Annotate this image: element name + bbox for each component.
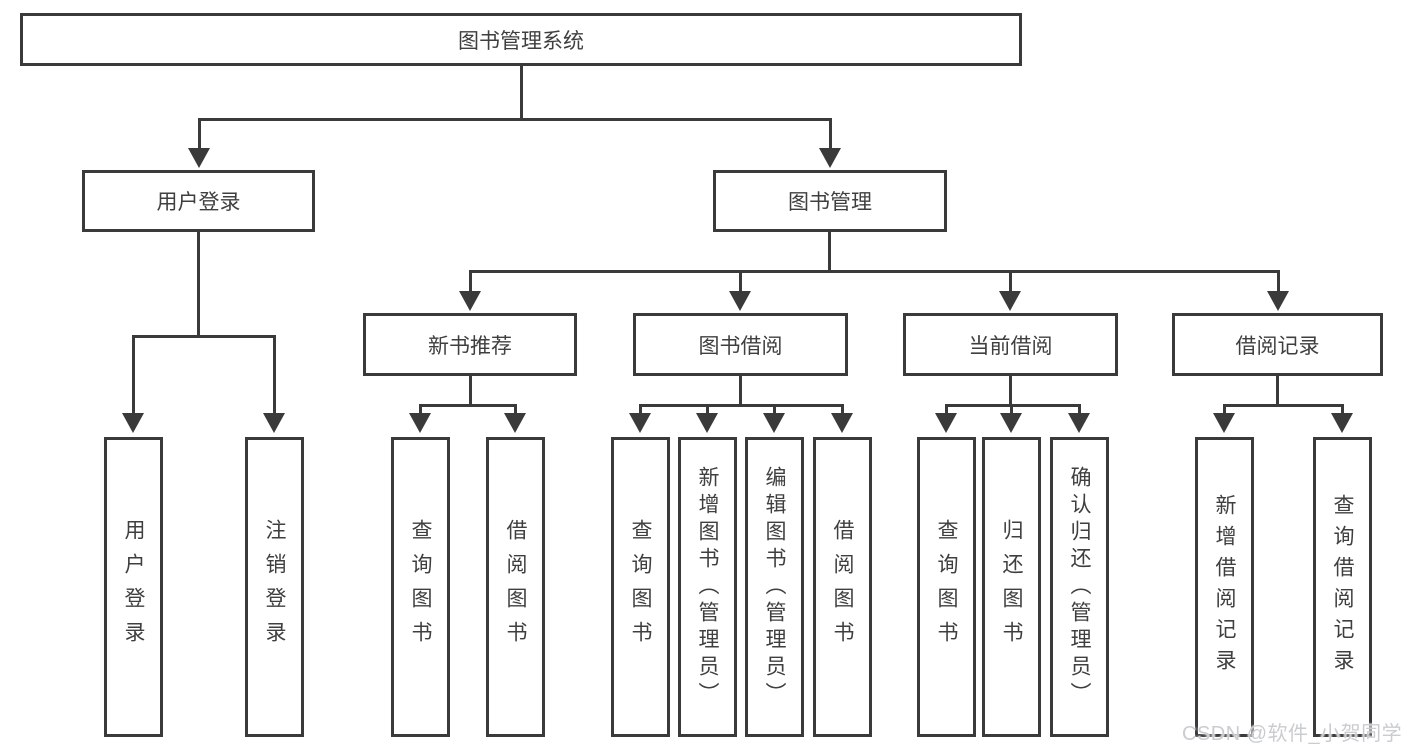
connector-line: [639, 404, 642, 416]
leaf-borrow-books-recommend: 借阅图书: [486, 437, 545, 737]
connector-line: [1078, 404, 1081, 416]
node-book-management: 图书管理: [713, 170, 947, 232]
node-library-system-label: 图书管理系统: [458, 29, 584, 53]
leaf-confirm-return-admin-label: 确认归还（管理员）: [1068, 465, 1091, 709]
connector-line: [739, 376, 742, 407]
connector-line: [945, 404, 948, 416]
arrowhead-down: [1331, 413, 1353, 433]
leaf-borrow-books-borrowing-label: 借阅图书: [831, 519, 854, 655]
connector-line: [198, 118, 201, 150]
arrowhead-down: [935, 413, 957, 433]
node-new-book-recommend-label: 新书推荐: [428, 334, 512, 358]
node-borrowing-records: 借阅记录: [1172, 313, 1383, 376]
arrowhead-down: [696, 413, 718, 433]
connector-line: [829, 118, 832, 150]
connector-line: [1276, 376, 1279, 407]
leaf-query-borrow-record: 查询借阅记录: [1313, 437, 1372, 737]
leaf-add-books-admin: 新增图书（管理员）: [678, 437, 737, 737]
arrowhead-down: [188, 148, 210, 168]
connector-line: [419, 404, 517, 407]
node-user-login: 用户登录: [82, 170, 315, 232]
node-user-login-label: 用户登录: [156, 191, 241, 214]
connector-line: [514, 404, 517, 416]
leaf-user-login: 用户登录: [104, 437, 163, 737]
connector-line: [1277, 270, 1280, 295]
connector-line: [639, 404, 843, 407]
connector-line: [1009, 270, 1012, 295]
node-current-borrowing: 当前借阅: [903, 313, 1118, 376]
leaf-add-books-admin-label: 新增图书（管理员）: [696, 465, 719, 709]
connector-line: [945, 404, 1081, 407]
arrowhead-down: [763, 413, 785, 433]
arrowhead-down: [729, 291, 751, 311]
arrowhead-down: [459, 291, 481, 311]
connector-line: [197, 232, 200, 338]
arrowhead-down: [819, 148, 841, 168]
leaf-logout-login-label: 注销登录: [263, 519, 286, 655]
leaf-confirm-return-admin: 确认归还（管理员）: [1050, 437, 1109, 737]
connector-line: [419, 404, 422, 416]
connector-line: [706, 404, 709, 416]
leaf-return-books: 归还图书: [982, 437, 1041, 737]
leaf-query-books-recommend-label: 查询图书: [409, 519, 432, 655]
connector-line: [1223, 404, 1344, 407]
leaf-logout-login: 注销登录: [245, 437, 304, 737]
connector-line: [132, 335, 276, 338]
leaf-query-books-recommend: 查询图书: [391, 437, 450, 737]
connector-line: [828, 232, 831, 273]
node-borrowing-records-label: 借阅记录: [1235, 334, 1320, 358]
node-book-borrowing: 图书借阅: [633, 313, 848, 376]
connector-line: [520, 65, 523, 120]
arrowhead-down: [1213, 413, 1235, 433]
node-new-book-recommend: 新书推荐: [363, 313, 577, 376]
leaf-query-books-current-label: 查询图书: [935, 519, 958, 655]
leaf-add-borrow-record: 新增借阅记录: [1195, 437, 1254, 737]
arrowhead-down: [629, 413, 651, 433]
connector-line: [198, 118, 832, 121]
arrowhead-down: [999, 291, 1021, 311]
node-current-borrowing-label: 当前借阅: [968, 334, 1053, 358]
leaf-query-books-current: 查询图书: [917, 437, 976, 737]
node-book-management-label: 图书管理: [788, 191, 872, 214]
connector-line: [1010, 404, 1013, 416]
connector-line: [469, 376, 472, 407]
arrowhead-down: [831, 413, 853, 433]
arrowhead-down: [263, 413, 285, 433]
leaf-query-books-borrowing-label: 查询图书: [629, 519, 652, 655]
arrowhead-down: [504, 413, 526, 433]
connector-line: [132, 335, 135, 415]
node-book-borrowing-label: 图书借阅: [698, 334, 783, 358]
connector-line: [739, 270, 742, 295]
connector-line: [773, 404, 776, 416]
connector-line: [1223, 404, 1226, 416]
connector-line: [1009, 376, 1012, 407]
connector-line: [469, 270, 472, 295]
leaf-user-login-label: 用户登录: [122, 519, 145, 655]
node-library-system: 图书管理系统: [20, 13, 1022, 66]
connector-line: [1341, 404, 1344, 416]
arrowhead-down: [409, 413, 431, 433]
leaf-borrow-books-recommend-label: 借阅图书: [504, 519, 527, 655]
connector-line: [273, 335, 276, 415]
leaf-query-books-borrowing: 查询图书: [611, 437, 670, 737]
connector-line: [469, 270, 1280, 273]
leaf-add-borrow-record-label: 新增借阅记录: [1213, 494, 1236, 680]
arrowhead-down: [1000, 413, 1022, 433]
leaf-edit-books-admin-label: 编辑图书（管理员）: [763, 465, 786, 709]
arrowhead-down: [1068, 413, 1090, 433]
leaf-query-borrow-record-label: 查询借阅记录: [1331, 494, 1354, 680]
leaf-borrow-books-borrowing: 借阅图书: [813, 437, 872, 737]
leaf-edit-books-admin: 编辑图书（管理员）: [745, 437, 804, 737]
arrowhead-down: [122, 413, 144, 433]
connector-line: [841, 404, 844, 416]
arrowhead-down: [1267, 291, 1289, 311]
csdn-watermark: CSDN @软件_小贺同学: [1182, 723, 1403, 745]
leaf-return-books-label: 归还图书: [1000, 519, 1023, 655]
